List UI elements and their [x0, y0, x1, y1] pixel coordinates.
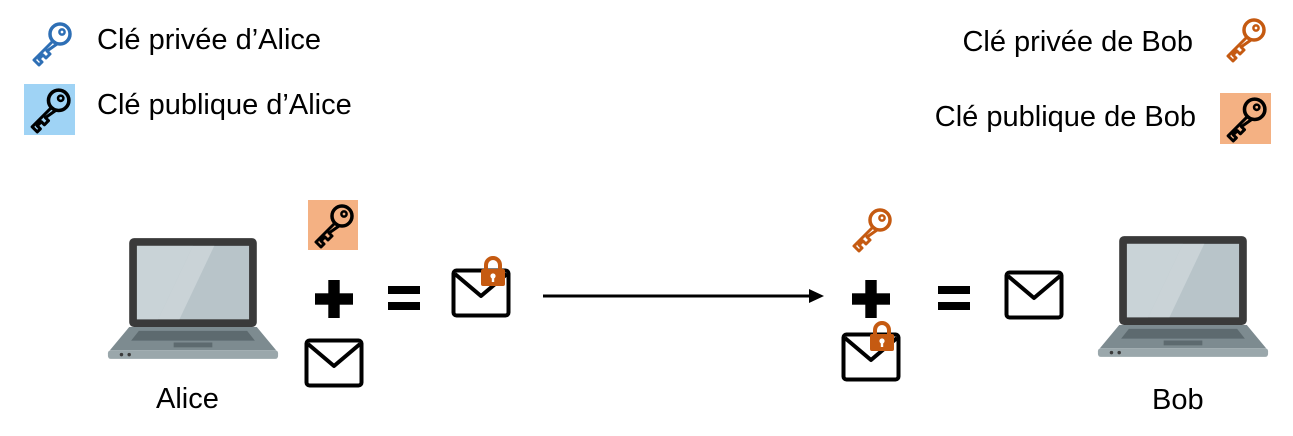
decrypted-message-envelope-icon	[1003, 270, 1065, 320]
plus-sign-icon	[315, 280, 353, 318]
legend-bob-public-key-icon	[1220, 93, 1271, 144]
equals-sign-icon	[388, 286, 420, 310]
legend-alice-public-label: Clé publique d’Alice	[97, 89, 352, 121]
alice-laptop-icon	[106, 236, 280, 362]
plus-sign-icon	[852, 280, 890, 318]
legend-bob-private-label: Clé privée de Bob	[962, 26, 1193, 58]
equals-sign-icon	[938, 286, 970, 310]
bob-name-label: Bob	[1152, 384, 1204, 416]
padlock-icon	[479, 255, 507, 287]
plain-message-envelope-icon	[303, 338, 365, 388]
alice-name-label: Alice	[156, 383, 219, 415]
legend-bob-private-key-icon	[1220, 14, 1270, 64]
legend-alice-private-label: Clé privée d’Alice	[97, 24, 322, 56]
legend-alice-private-key-icon	[26, 18, 76, 68]
padlock-icon	[868, 320, 896, 352]
bob-private-key-icon	[846, 204, 896, 254]
legend-bob-public-label: Clé publique de Bob	[934, 101, 1196, 133]
transmission-arrow	[543, 286, 825, 306]
bob-laptop-icon	[1096, 233, 1270, 361]
bob-public-key-icon	[308, 200, 358, 250]
legend-alice-public-key-icon	[24, 84, 75, 135]
